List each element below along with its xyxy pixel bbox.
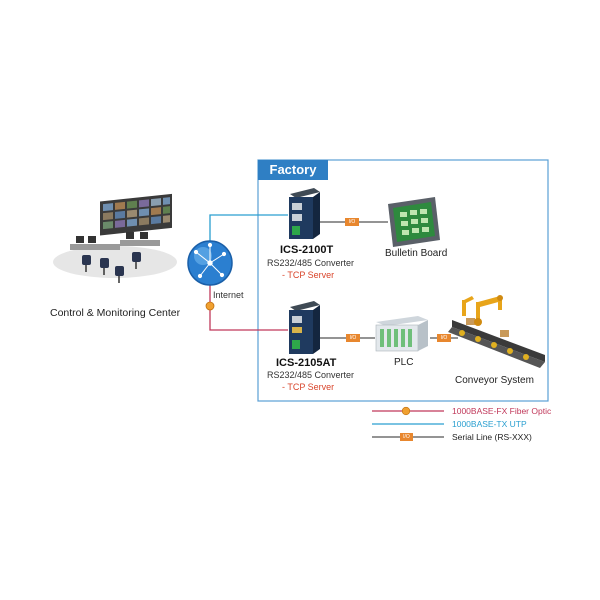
device-name-ics-2105at: ICS-2105AT	[276, 357, 337, 369]
internet-label: Internet	[213, 290, 244, 300]
control-center-illustration	[53, 193, 177, 283]
legend-utp-label: 1000BASE-TX UTP	[452, 419, 527, 429]
control-center-label: Control & Monitoring Center	[50, 307, 181, 319]
io-tag-1-text: I/O	[348, 219, 356, 225]
device-desc-ics-2100t: RS232/485 Converter	[267, 258, 355, 268]
utp-link	[209, 214, 288, 250]
io-tag-2-text: I/O	[349, 335, 357, 341]
device-name-ics-2100t: ICS-2100T	[280, 244, 334, 256]
factory-title: Factory	[269, 162, 317, 177]
factory-title-tab	[258, 160, 328, 180]
factory-frame	[257, 159, 549, 402]
ics-2105at-device-icon	[289, 301, 320, 354]
device-role-ics-2100t: - TCP Server	[282, 270, 335, 280]
device-role-ics-2105at: - TCP Server	[282, 382, 335, 392]
legend-serial-tag-text: I/O	[403, 434, 410, 440]
fiber-link	[209, 280, 288, 331]
plc-icon	[375, 316, 428, 352]
ics-2100t-device-icon	[289, 188, 320, 239]
io-tag-3-text: I/O	[440, 335, 448, 341]
bulletin-board-label: Bulletin Board	[385, 248, 448, 259]
legend-serial-tag	[400, 433, 413, 441]
internet-globe-icon	[187, 240, 233, 286]
conveyor-system-icon	[448, 295, 545, 368]
io-tag-3	[437, 334, 451, 342]
plc-label: PLC	[394, 357, 414, 368]
io-tag-1	[345, 218, 359, 226]
io-tag-2	[346, 334, 360, 342]
legend-fiber-marker	[401, 406, 411, 416]
legend	[372, 406, 444, 441]
device-desc-ics-2105at: RS232/485 Converter	[267, 370, 355, 380]
legend-serial-label: Serial Line (RS-XXX)	[452, 432, 532, 442]
conveyor-system-label: Conveyor System	[455, 375, 534, 386]
legend-fiber-label: 1000BASE-FX Fiber Optic	[452, 406, 552, 416]
fiber-marker	[205, 301, 215, 311]
bulletin-board-icon	[388, 197, 440, 247]
